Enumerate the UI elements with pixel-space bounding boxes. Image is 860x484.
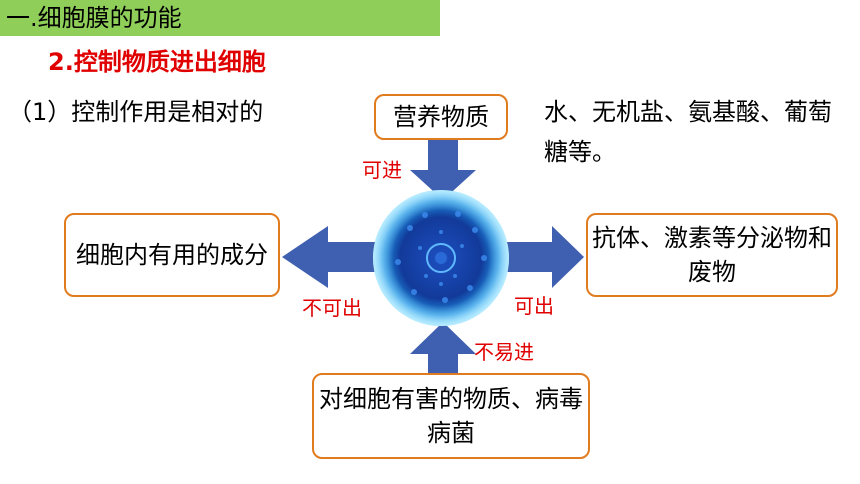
arrow-out-left bbox=[282, 226, 382, 288]
box-useful-components: 细胞内有用的成分 bbox=[64, 213, 280, 297]
arrow-in-bottom bbox=[410, 322, 476, 374]
label-hard-to-enter: 不易进 bbox=[474, 340, 534, 364]
page-title: 一.细胞膜的功能 bbox=[6, 4, 182, 32]
box-harmful-substances: 对细胞有害的物质、病毒病菌 bbox=[312, 373, 590, 459]
examples-text: 水、无机盐、氨基酸、葡萄糖等。 bbox=[544, 98, 832, 166]
box-nutrients: 营养物质 bbox=[374, 94, 508, 140]
point-text: （1）控制作用是相对的 bbox=[8, 98, 264, 126]
arrow-out-right bbox=[506, 226, 584, 288]
header-bar bbox=[0, 0, 440, 36]
section-subtitle: 2.控制物质进出细胞 bbox=[48, 48, 266, 76]
label-can-enter: 可进 bbox=[362, 158, 402, 182]
label-can-exit: 可出 bbox=[514, 294, 554, 318]
label-cannot-exit: 不可出 bbox=[302, 296, 362, 320]
arrow-in-top bbox=[410, 140, 476, 200]
cell-image bbox=[373, 190, 509, 326]
box-secretions-waste: 抗体、激素等分泌物和废物 bbox=[586, 213, 838, 297]
